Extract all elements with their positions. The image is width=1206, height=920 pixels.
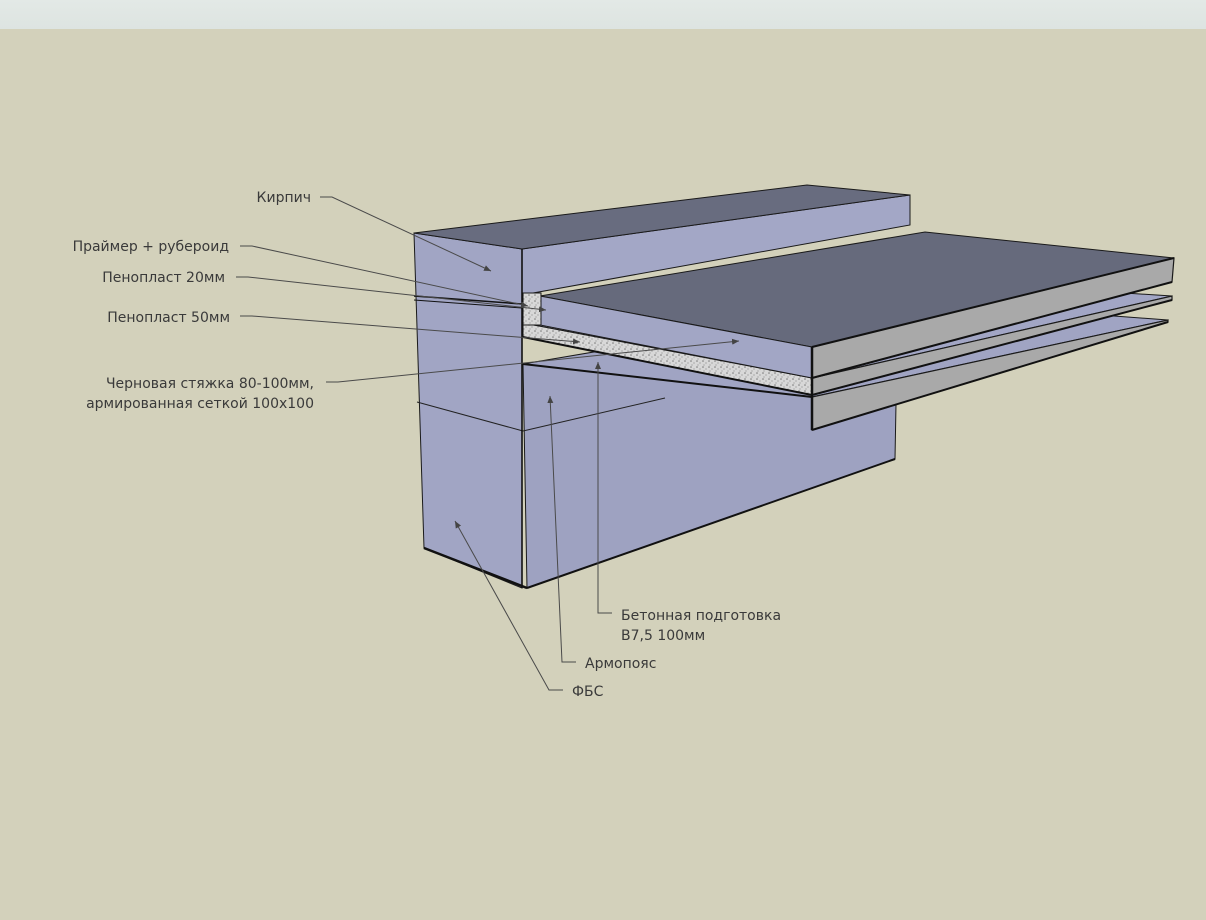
- label-screed-line1: Черновая стяжка 80-100мм,: [106, 376, 314, 392]
- floor-layers: [522, 231, 1175, 431]
- leader-lines: [236, 196, 740, 691]
- layer-line: [811, 299, 1173, 396]
- top-bar: [0, 0, 1206, 29]
- layer-line: [811, 257, 1175, 348]
- labels: Кирпич Праймер + рубероид Пенопласт 20мм…: [73, 190, 781, 700]
- label-foam20: Пенопласт 20мм: [102, 270, 225, 286]
- wall-front-face: [413, 232, 523, 589]
- layer-line: [522, 363, 813, 398]
- label-brick: Кирпич: [257, 190, 311, 206]
- label-foam50: Пенопласт 50мм: [107, 310, 230, 326]
- label-screed-line2: армированная сеткой 100х100: [86, 396, 314, 412]
- layer-line: [811, 321, 1169, 431]
- label-fbs: ФБС: [572, 684, 604, 700]
- wall-top-face: [413, 184, 911, 250]
- label-concrete-line2: В7,5 100мм: [621, 628, 705, 644]
- layer-line: [522, 336, 813, 396]
- label-primer: Праймер + рубероид: [73, 239, 229, 255]
- layer-line: [811, 281, 1173, 379]
- label-armopoyas: Армопояс: [585, 656, 656, 672]
- foundation-block: [413, 184, 911, 589]
- label-concrete-line1: Бетонная подготовка: [621, 608, 781, 624]
